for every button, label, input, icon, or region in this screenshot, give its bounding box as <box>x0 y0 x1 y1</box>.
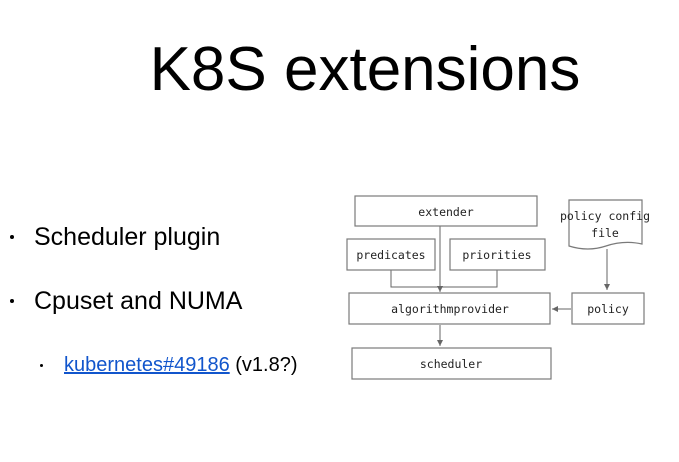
version-note: (v1.8?) <box>229 354 298 376</box>
sub-bullet-item: kubernetes#49186 (v1.8?) <box>40 353 298 377</box>
node-policy: policy <box>571 292 645 325</box>
bullet-item: Scheduler plugin <box>10 222 220 252</box>
node-predicates: predicates <box>346 238 436 271</box>
bullet-item: Cpuset and NUMA <box>10 286 242 316</box>
document-shape-icon <box>568 199 643 250</box>
node-policy-config-file: policy config file <box>560 199 650 250</box>
node-policy-label: policy <box>587 302 629 316</box>
node-algorithmprovider: algorithmprovider <box>348 292 551 325</box>
node-scheduler: scheduler <box>351 347 552 380</box>
node-scheduler-label: scheduler <box>420 357 482 371</box>
node-extender: extender <box>354 195 538 227</box>
node-extender-label: extender <box>418 205 473 219</box>
bullet-text: Scheduler plugin <box>34 223 221 251</box>
edge-priorities-to-algorithmprovider <box>440 270 498 288</box>
slide-title: K8S extensions <box>149 35 581 104</box>
node-priorities: priorities <box>449 238 546 271</box>
node-policy-config-label-line1: policy config <box>560 209 650 223</box>
diagram-edges <box>390 226 610 346</box>
bullet-dot-icon <box>10 235 14 239</box>
edge-predicates-to-algorithmprovider <box>390 270 440 288</box>
bullet-text: Cpuset and NUMA <box>34 287 243 315</box>
node-policy-config-label-line2: file <box>591 226 619 240</box>
bullet-dot-icon <box>10 299 14 303</box>
issue-link[interactable]: kubernetes#49186 <box>64 354 230 376</box>
sub-bullet-dot-icon <box>40 363 43 367</box>
node-priorities-label: priorities <box>462 248 531 262</box>
node-predicates-label: predicates <box>356 248 425 262</box>
node-algorithmprovider-label: algorithmprovider <box>391 302 509 316</box>
